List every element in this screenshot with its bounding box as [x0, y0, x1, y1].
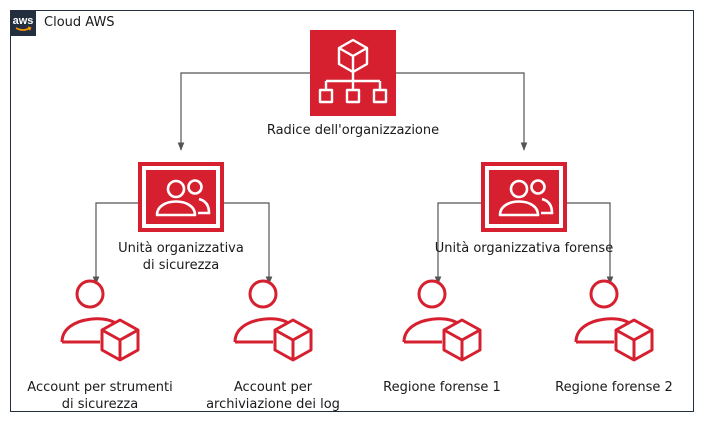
ou-security-label: Unità organizzativa di sicurezza: [118, 241, 244, 273]
ou-security-icon: [136, 160, 226, 234]
cloud-label: Cloud AWS: [44, 15, 115, 30]
connector-root-security: [177, 72, 310, 151]
account-logs-label: Account per archiviazione dei log: [206, 380, 340, 412]
account-tools-label: Account per strumenti di sicurezza: [27, 380, 173, 412]
connector-security-logs: [224, 202, 273, 285]
ou-forensic-label: Unità organizzativa forense: [434, 241, 614, 256]
connector-forensic-region2: [567, 202, 614, 285]
aws-cloud-container: [10, 10, 694, 412]
connector-lines: [92, 72, 614, 285]
connector-security-tools: [92, 202, 138, 285]
region-1-label: Regione forense 1: [383, 380, 501, 395]
region-2-label: Regione forense 2: [555, 380, 673, 395]
region-2-icon: [574, 279, 654, 362]
ou-forensic-icon: [479, 160, 569, 234]
account-tools-icon: [60, 279, 140, 362]
aws-logo-icon: aws: [10, 10, 36, 36]
connector-forensic-region1: [434, 202, 481, 285]
root-label: Radice dell'organizzazione: [266, 123, 440, 138]
organization-icon: [310, 30, 396, 116]
connector-root-forensic: [396, 72, 528, 151]
region-1-icon: [402, 279, 482, 362]
account-logs-icon: [233, 279, 313, 362]
aws-logo-text: aws: [13, 15, 34, 27]
